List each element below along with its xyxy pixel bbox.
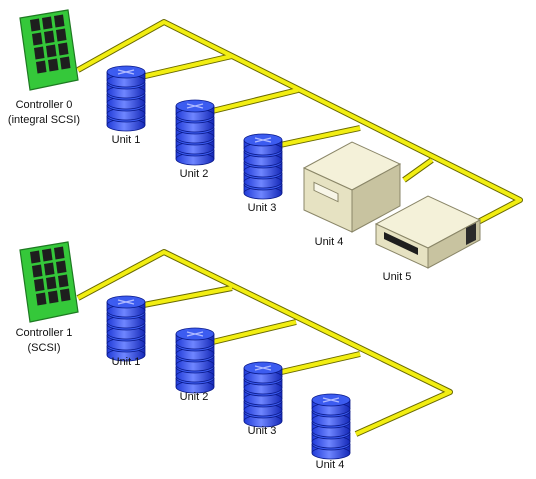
disk-drive-icon: [106, 65, 146, 132]
disk-drive-icon: [243, 361, 283, 428]
chain-0-unit-5-label: Unit 5: [383, 271, 412, 283]
tower-drive-icon: [302, 141, 402, 233]
controller-0-label-line1: Controller 0: [16, 99, 73, 111]
chain-0-unit-2-label: Unit 2: [180, 168, 209, 180]
controller-1-label-line1: Controller 1: [16, 327, 73, 339]
disk-drive-icon: [106, 295, 146, 362]
chain-1: Controller 1 (SCSI) Unit 1 Unit 2 Unit 3…: [16, 241, 453, 471]
disk-drive-icon: [311, 393, 351, 460]
chain-1-unit-1-label: Unit 1: [112, 356, 141, 368]
chain-1-unit-2-label: Unit 2: [180, 391, 209, 403]
chain-0-unit-4-label: Unit 4: [315, 236, 344, 248]
chain-0: Controller 0 (integral SCSI) Unit 1 Unit…: [8, 9, 523, 283]
controller-board-icon: [19, 241, 79, 323]
controller-1-label-line2: (SCSI): [28, 342, 61, 354]
chain-0-unit-3-label: Unit 3: [248, 202, 277, 214]
chain-1-unit-4-label: Unit 4: [316, 459, 345, 471]
disk-drive-icon: [175, 327, 215, 394]
flat-drive-icon: [374, 195, 482, 269]
controller-0-label-line2: (integral SCSI): [8, 114, 80, 126]
chain-0-unit-1-label: Unit 1: [112, 134, 141, 146]
chain-1-unit-3-label: Unit 3: [248, 425, 277, 437]
disk-drive-icon: [243, 133, 283, 200]
controller-board-icon: [19, 9, 79, 91]
disk-drive-icon: [175, 99, 215, 166]
scsi-cable-chain-1: [76, 249, 453, 437]
scsi-cable-chain-0: [76, 19, 523, 225]
